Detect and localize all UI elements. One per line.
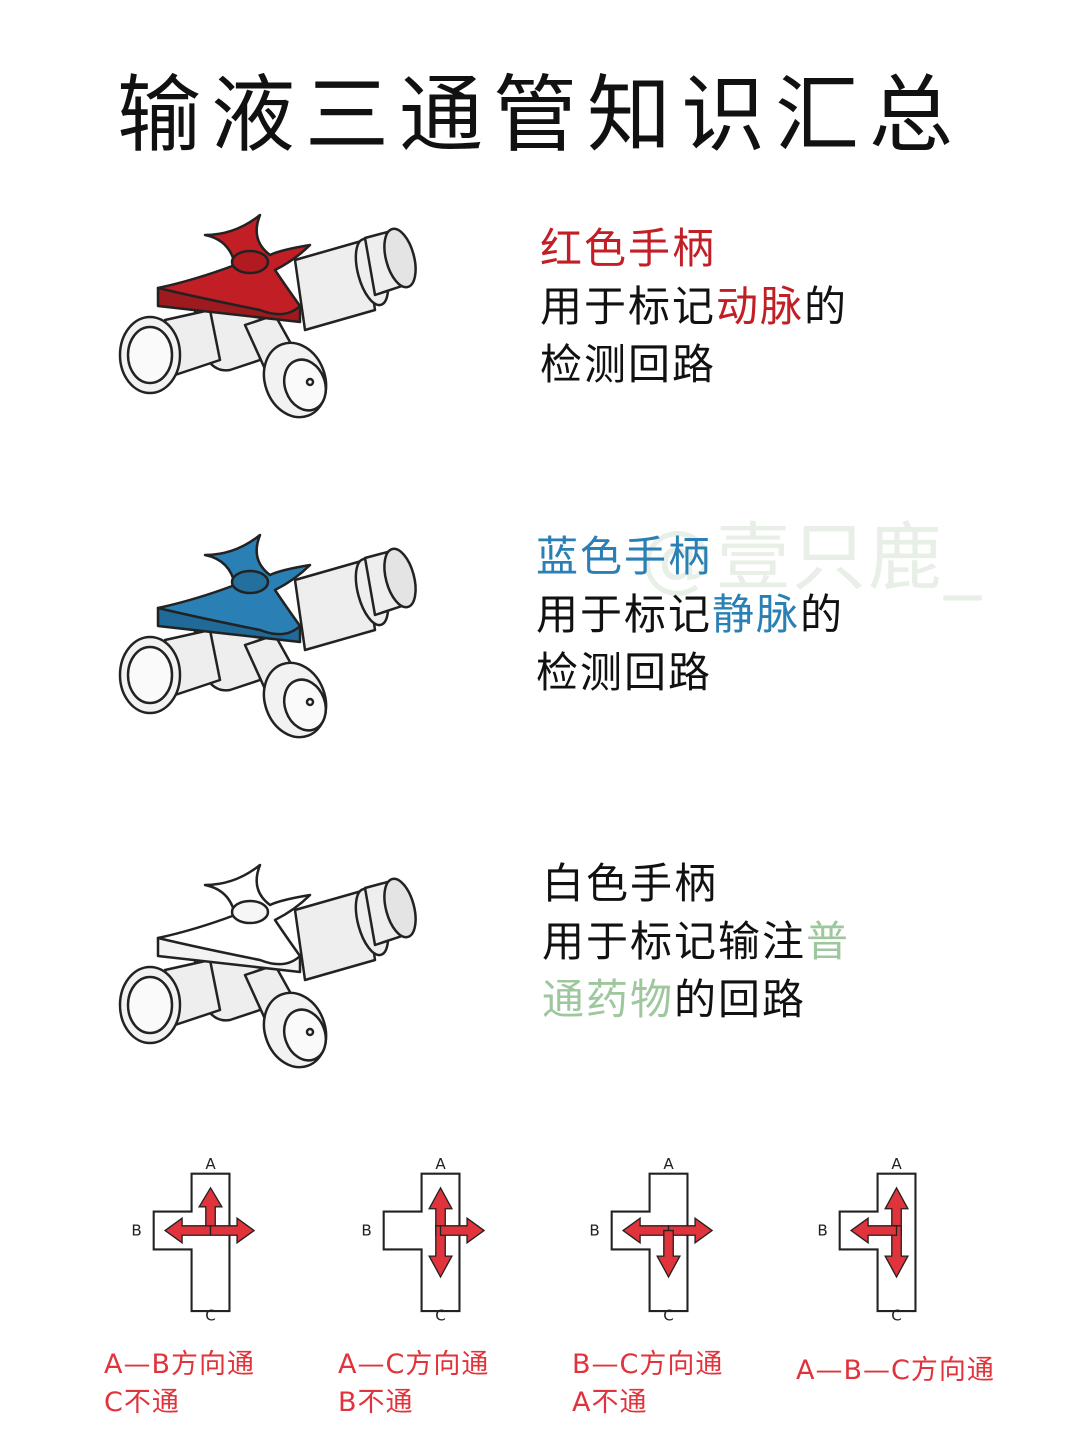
port-b-label: B <box>131 1221 141 1239</box>
text: 用于标记输注 <box>542 917 807 966</box>
text: 的 <box>800 590 845 639</box>
white-handle-line3: 通药物的回路 <box>542 971 850 1029</box>
blue-handle-line3: 检测回路 <box>536 648 713 697</box>
port-b-label: B <box>589 1221 599 1239</box>
port-a-label: A <box>205 1155 216 1173</box>
port-c-label: C <box>891 1307 902 1325</box>
flow-diagram-abc: A B C <box>817 1155 917 1325</box>
caption-line1: A—C方向通 <box>338 1349 490 1380</box>
highlight-vein: 静脉 <box>712 590 801 639</box>
white-handle-line2: 用于标记输注普 <box>542 913 850 971</box>
stopcock-red-illustration <box>118 213 417 419</box>
highlight-artery: 动脉 <box>716 282 805 331</box>
flow-diagram-bc: A B C <box>589 1155 714 1325</box>
blue-handle-heading: 蓝色手柄 <box>536 532 713 581</box>
red-handle-line3: 检测回路 <box>540 340 717 389</box>
flow-arrows <box>849 1186 910 1279</box>
watermark: @壹只鹿_ <box>640 515 983 601</box>
red-handle-heading: 红色手柄 <box>540 224 717 273</box>
port-b-label: B <box>817 1221 827 1239</box>
caption-line1: B—C方向通 <box>572 1349 724 1380</box>
port-a-label: A <box>891 1155 902 1173</box>
caption-bc: B—C方向通 A不通 <box>572 1346 723 1422</box>
text: 用于标记 <box>540 282 717 331</box>
flow-arrows <box>621 1216 714 1279</box>
white-handle-heading: 白色手柄 <box>542 859 719 908</box>
highlight-drugs: 通药物 <box>542 975 675 1024</box>
stopcock-blue-illustration <box>118 533 417 739</box>
blue-handle-description: 蓝色手柄 用于标记静脉的 检测回路 <box>536 528 844 702</box>
blue-handle-line2: 用于标记静脉的 <box>536 586 844 644</box>
flow-diagram-ab: A B C <box>131 1155 256 1325</box>
caption-line1: A—B方向通 <box>104 1349 255 1380</box>
highlight-normal: 普 <box>806 917 851 966</box>
white-handle-description: 白色手柄 用于标记输注普 通药物的回路 <box>542 855 850 1029</box>
page-title: 输液三通管知识汇总 <box>116 66 963 164</box>
caption-line2: A不通 <box>572 1387 648 1418</box>
caption-line1: A—B—C方向通 <box>796 1355 995 1386</box>
flow-diagram-ac: A B C <box>361 1155 486 1325</box>
caption-line2: C不通 <box>104 1387 180 1418</box>
caption-ac: A—C方向通 B不通 <box>338 1346 489 1422</box>
flow-arrows <box>428 1186 486 1279</box>
red-handle-line2: 用于标记动脉的 <box>540 278 848 336</box>
text: 的回路 <box>674 975 807 1024</box>
text: 用于标记 <box>536 590 713 639</box>
stopcock-white-illustration <box>118 863 417 1069</box>
flow-arrows <box>163 1186 256 1245</box>
caption-ab: A—B方向通 C不通 <box>104 1346 255 1422</box>
port-a-label: A <box>663 1155 674 1173</box>
port-c-label: C <box>205 1307 216 1325</box>
port-c-label: C <box>435 1307 446 1325</box>
port-a-label: A <box>435 1155 446 1173</box>
caption-abc: A—B—C方向通 <box>796 1352 995 1390</box>
caption-line2: B不通 <box>338 1387 414 1418</box>
port-b-label: B <box>361 1221 371 1239</box>
red-handle-description: 红色手柄 用于标记动脉的 检测回路 <box>540 220 848 394</box>
port-c-label: C <box>663 1307 674 1325</box>
text: 的 <box>804 282 849 331</box>
